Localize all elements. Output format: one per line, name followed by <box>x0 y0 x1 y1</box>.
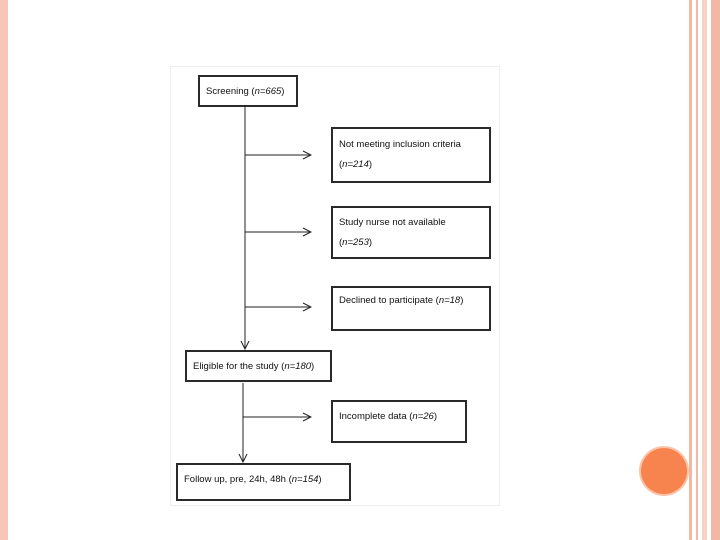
eligible-n: n=180 <box>284 361 312 372</box>
declined-n: n=18 <box>438 295 461 306</box>
declined-label: Declined to participate ( <box>339 295 439 306</box>
exclusion-box-declined: Declined to participate (n=18) <box>331 286 491 331</box>
incomplete-label: Incomplete data ( <box>339 411 413 422</box>
exclusion-box-incomplete: Incomplete data (n=26) <box>331 400 467 443</box>
exclusion-box-nurse: Study nurse not available (n=253) <box>331 206 491 259</box>
slide-left-border <box>0 0 8 540</box>
exclusion-nurse-line2: (n=253) <box>339 237 373 248</box>
flowchart-connectors <box>171 107 499 505</box>
slide-border-stripe <box>696 0 698 540</box>
followup-n: n=154 <box>291 474 319 485</box>
screening-n: n=665 <box>254 86 282 97</box>
exclusion-box-inclusion: Not meeting inclusion criteria (n=214) <box>331 127 491 183</box>
eligible-label: Eligible for the study ( <box>193 361 285 372</box>
eligible-box: Eligible for the study (n=180) <box>185 350 332 382</box>
screening-close: ) <box>281 86 285 97</box>
slide-border-stripe <box>689 0 692 540</box>
screening-label: Screening ( <box>206 86 255 97</box>
incomplete-close: ) <box>433 411 437 422</box>
followup-box: Follow up, pre, 24h, 48h (n=154) <box>176 463 351 501</box>
exclusion-inclusion-line1: Not meeting inclusion criteria <box>339 139 461 150</box>
screening-box: Screening (n=665) <box>198 75 298 107</box>
decorative-circle <box>641 448 687 494</box>
incomplete-n: n=26 <box>412 411 434 422</box>
eligible-close: ) <box>311 361 315 372</box>
declined-close: ) <box>460 295 464 306</box>
followup-close: ) <box>318 474 322 485</box>
flowchart-figure: Screening (n=665) Not meeting inclusion … <box>170 66 500 506</box>
slide-border-stripe <box>711 0 720 540</box>
followup-label: Follow up, pre, 24h, 48h ( <box>184 474 292 485</box>
exclusion-nurse-line1: Study nurse not available <box>339 217 446 228</box>
exclusion-inclusion-line2: (n=214) <box>339 159 373 170</box>
slide-border-stripe <box>702 0 707 540</box>
